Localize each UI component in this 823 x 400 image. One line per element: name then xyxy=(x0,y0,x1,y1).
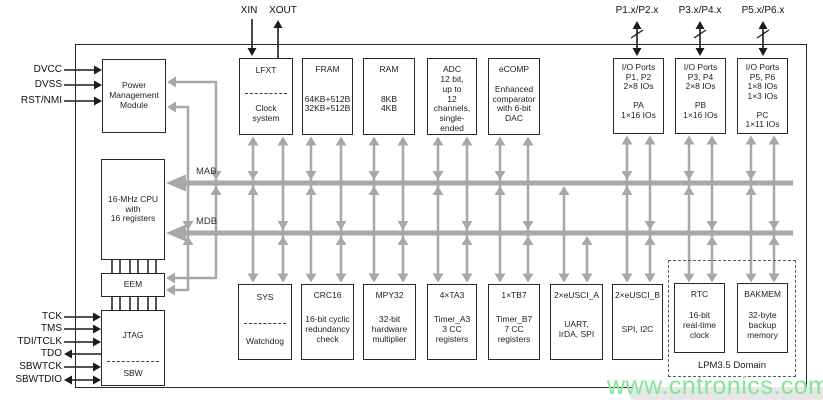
chip-outline xyxy=(75,44,807,388)
mab-bus-label: MAB xyxy=(196,166,217,177)
block-timer-b7-text: Timer_B7 7 CC registers xyxy=(495,314,533,344)
block-rtc: RTC 16-bit real-time clock xyxy=(674,283,725,353)
block-ram: RAM 8KB 4KB xyxy=(363,58,415,135)
pin-label-tdo: TDO xyxy=(40,348,62,359)
block-io-ports-p3-p4-text: I/O Ports P3, P4 2×8 IOs PB 1×16 IOs xyxy=(683,62,718,120)
block-io-ports-p1-p2-text: I/O Ports P1, P2 2×8 IOs PA 1×16 IOs xyxy=(621,62,656,120)
watermark-text: www.cntronics.com xyxy=(607,372,823,400)
block-sbw-text: SBW xyxy=(123,367,143,378)
block-cpu-text: 16-MHz CPU with 16 registers xyxy=(107,193,159,224)
block-watchdog-text: Watchdog xyxy=(246,335,284,346)
lpm35-domain-label: LPM3.5 Domain xyxy=(697,360,767,371)
block-eusci-b-title: 2×eUSCI_B xyxy=(614,290,661,300)
pin-label-rst-nmi: RST/NMI xyxy=(20,95,62,106)
sys-divider xyxy=(244,323,286,324)
block-clock-system-text: Clock system xyxy=(252,103,280,123)
block-sys: SYS Watchdog xyxy=(238,284,292,360)
block-timer-b7-title: 1×TB7 xyxy=(501,290,527,300)
block-mpy32: MPY32 32-bit hardware multiplier xyxy=(363,284,416,360)
block-timer-a3: 4×TA3 Timer_A3 3 CC registers xyxy=(427,284,477,360)
pin-label-sbwtck: SBWTCK xyxy=(19,361,62,372)
pin-label-sbwtdio: SBWTDIO xyxy=(15,374,62,385)
block-jtag: JTAG SBW xyxy=(101,310,165,386)
block-lfxt-title: LFXT xyxy=(255,65,277,75)
block-eusci-b-text: SPI, I2C xyxy=(621,324,654,334)
pin-label-tck: TCK xyxy=(42,311,62,322)
block-timer-b7: 1×TB7 Timer_B7 7 CC registers xyxy=(488,284,540,360)
block-timer-a3-text: Timer_A3 3 CC registers xyxy=(433,314,471,344)
block-bakmem-text: 32-byte backup memory xyxy=(747,310,778,340)
block-jtag-title: JTAG xyxy=(122,330,144,341)
block-lfxt: LFXT Clock system xyxy=(239,58,293,135)
block-fram-title: FRAM xyxy=(315,64,340,74)
block-ecomp-text: Enhanced comparator with 6-bit DAC xyxy=(492,83,536,124)
block-adc: ADC 12 bit, up to 12 channels, single-en… xyxy=(427,58,477,135)
block-power-management-text: Power Management Module xyxy=(109,80,159,110)
block-fram: FRAM 64KB+512B 32KB+512B xyxy=(302,58,353,135)
block-ecomp: eCOMP Enhanced comparator with 6-bit DAC xyxy=(488,58,540,135)
pin-label-tms: TMS xyxy=(40,323,62,334)
block-eusci-a: 2×eUSCI_A UART, IrDA, SPI xyxy=(550,284,603,360)
block-adc-text: 12 bit, up to 12 channels, single-ended xyxy=(433,74,471,133)
block-eem-text: EEM xyxy=(123,279,143,290)
pin-label-p3-p4: P3.x/P4.x xyxy=(678,5,722,16)
pin-label-p1-p2: P1.x/P2.x xyxy=(615,5,659,16)
block-io-ports-p5-p6: I/O Ports P5, P6 1×8 IOs 1×3 IOs PC 1×11… xyxy=(737,58,788,134)
block-bakmem-title: BAKMEM xyxy=(744,289,781,299)
block-rtc-title: RTC xyxy=(690,289,709,299)
block-crc16: CRC16 16-bit cyclic redundancy check xyxy=(301,284,354,360)
lpm35-domain-box: LPM3.5 Domain xyxy=(668,260,796,377)
block-io-ports-p5-p6-text: I/O Ports P5, P6 1×8 IOs 1×3 IOs PC 1×11… xyxy=(745,62,780,130)
block-fram-text: 64KB+512B 32KB+512B xyxy=(304,93,351,114)
block-sys-title: SYS xyxy=(256,292,274,302)
pin-label-p5-p6: P5.x/P6.x xyxy=(741,5,785,16)
block-cpu: 16-MHz CPU with 16 registers xyxy=(101,159,165,260)
block-crc16-text: 16-bit cyclic redundancy check xyxy=(305,314,350,344)
mdb-bus-label: MDB xyxy=(196,216,218,227)
watermark-background xyxy=(629,387,823,400)
block-eusci-b: 2×eUSCI_B SPI, I2C xyxy=(612,284,663,360)
block-ecomp-title: eCOMP xyxy=(498,64,530,74)
block-eusci-a-title: 2×eUSCI_A xyxy=(553,290,600,300)
block-io-ports-p3-p4: I/O Ports P3, P4 2×8 IOs PB 1×16 IOs xyxy=(675,58,726,134)
block-adc-title: ADC xyxy=(443,64,461,74)
block-power-management: Power Management Module xyxy=(102,59,166,133)
pin-label-tdi-tclk: TDI/TCLK xyxy=(17,336,62,347)
pin-label-dvcc: DVCC xyxy=(33,64,62,75)
block-eusci-a-text: UART, IrDA, SPI xyxy=(558,319,595,339)
block-rtc-text: 16-bit real-time clock xyxy=(682,310,717,340)
pin-label-dvss: DVSS xyxy=(34,79,62,90)
lfxt-divider xyxy=(245,93,287,94)
pin-label-xin: XIN xyxy=(240,5,258,16)
block-mpy32-title: MPY32 xyxy=(375,290,404,300)
block-io-ports-p1-p2: I/O Ports P1, P2 2×8 IOs PA 1×16 IOs xyxy=(613,58,664,134)
pin-label-xout: XOUT xyxy=(269,5,297,16)
block-bakmem: BAKMEM 32-byte backup memory xyxy=(737,283,788,353)
block-timer-a3-title: 4×TA3 xyxy=(439,290,465,300)
block-crc16-title: CRC16 xyxy=(313,290,342,300)
jtag-sbw-divider xyxy=(107,361,159,362)
block-ram-text: 8KB 4KB xyxy=(380,93,398,114)
block-eem: EEM xyxy=(101,273,165,297)
block-ram-title: RAM xyxy=(379,64,399,74)
block-mpy32-text: 32-bit hardware multiplier xyxy=(371,314,408,344)
